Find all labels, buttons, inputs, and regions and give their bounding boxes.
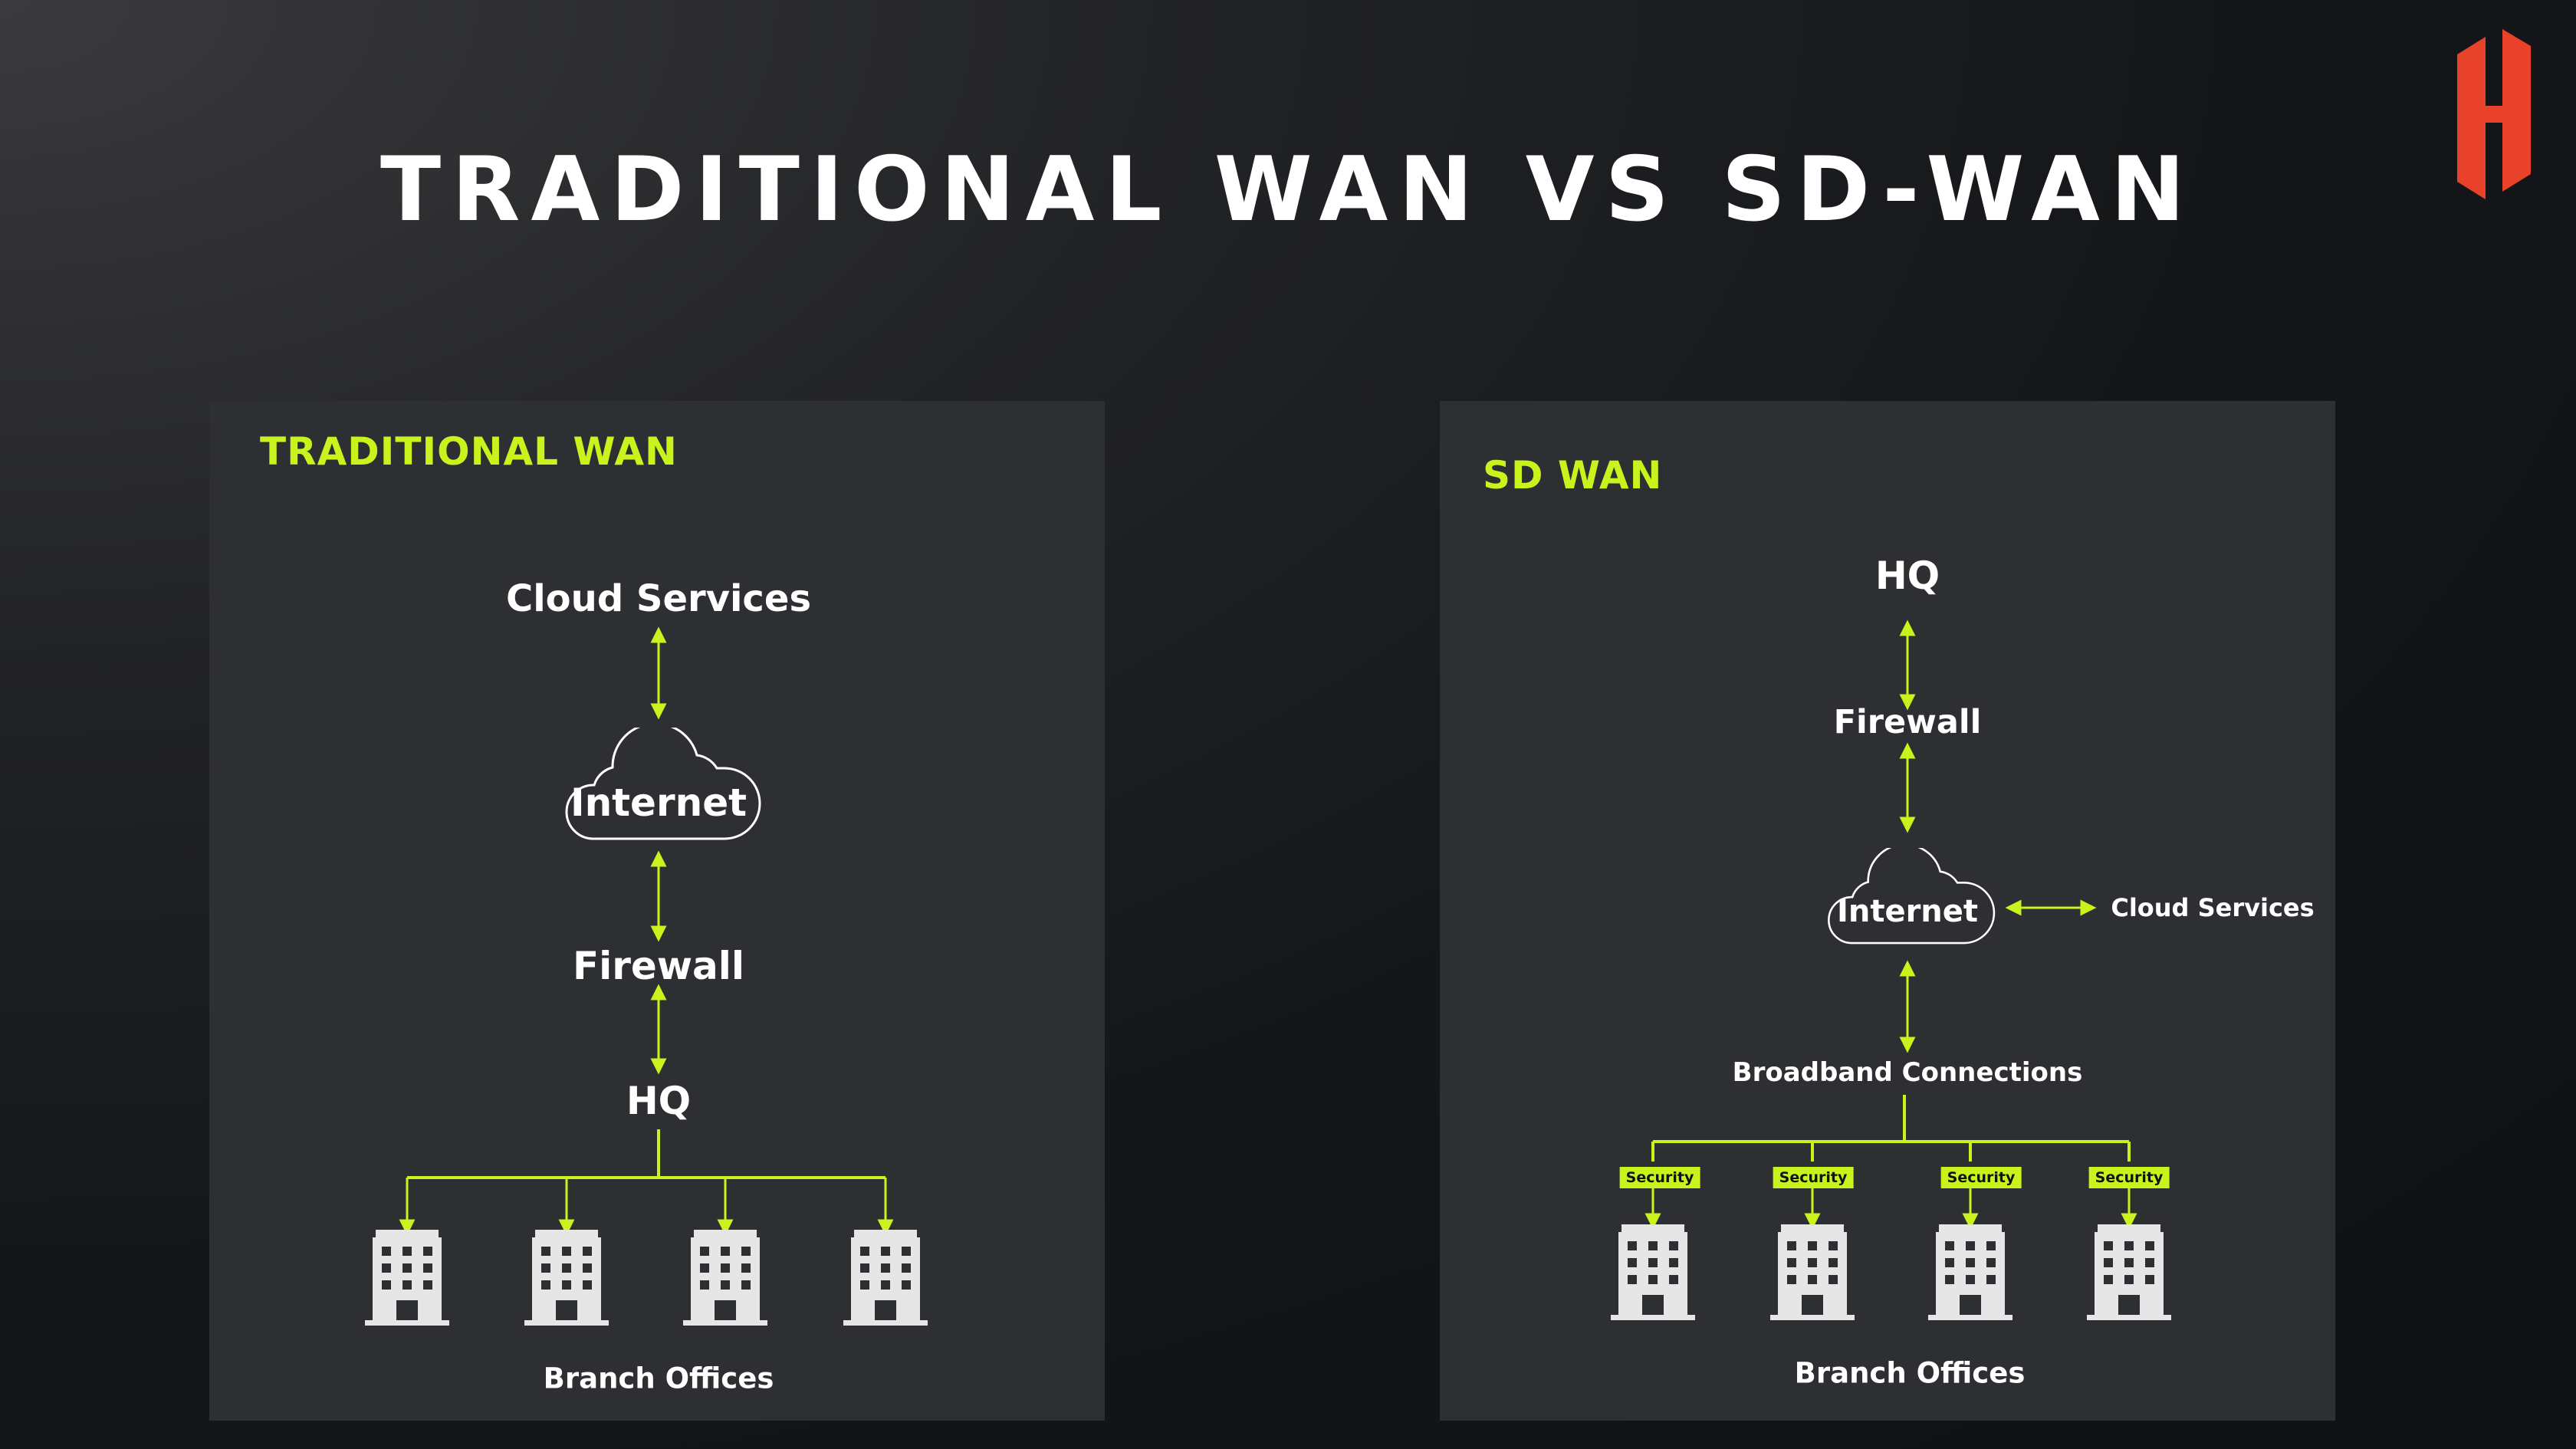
internet-label: Internet	[570, 780, 748, 825]
sdwan-panel: SD WAN HQ Firewall Internet Cloud Serv	[1440, 401, 2335, 1421]
branch-offices-label: Branch Offices	[543, 1362, 774, 1395]
sdwan-internet-label: Internet	[1836, 894, 1979, 929]
cloud-icon	[565, 728, 761, 840]
security-badge: Security	[2088, 1167, 2170, 1188]
security-badge: Security	[1940, 1167, 2022, 1188]
traditional-wan-heading: TRADITIONAL WAN	[260, 429, 678, 474]
sdwan-heading: SD WAN	[1483, 453, 1663, 498]
firewall-label: Firewall	[572, 944, 745, 988]
hq-label: HQ	[626, 1079, 692, 1123]
cloud-icon	[1828, 848, 1996, 945]
office-building-icon	[524, 1230, 609, 1326]
office-building-icon	[843, 1230, 928, 1326]
office-building-icon	[683, 1230, 767, 1326]
office-building-icon	[1611, 1224, 1695, 1320]
sdwan-connectors	[1644, 619, 2137, 1230]
office-building-icon	[2087, 1224, 2171, 1320]
sdwan-hq-label: HQ	[1875, 554, 1940, 598]
sdwan-cloud-services-label: Cloud Services	[2111, 893, 2315, 922]
hashicorp-logo	[2457, 29, 2531, 199]
office-building-icon	[1928, 1224, 2013, 1320]
security-badge: Security	[1773, 1167, 1854, 1188]
traditional-wan-panel: TRADITIONAL WAN Cloud Services Internet …	[209, 401, 1105, 1421]
office-building-icon	[1770, 1224, 1855, 1320]
office-building-icon	[365, 1230, 449, 1326]
traditional-connectors	[399, 626, 894, 1236]
cloud-services-label: Cloud Services	[505, 577, 812, 620]
broadband-connections-label: Broadband Connections	[1732, 1057, 2083, 1088]
sdwan-firewall-label: Firewall	[1833, 703, 1982, 741]
security-badge: Security	[1619, 1167, 1700, 1188]
page-title: TRADITIONAL WAN VS SD-WAN	[380, 138, 2196, 242]
sdwan-branch-offices-label: Branch Offices	[1794, 1356, 2026, 1390]
